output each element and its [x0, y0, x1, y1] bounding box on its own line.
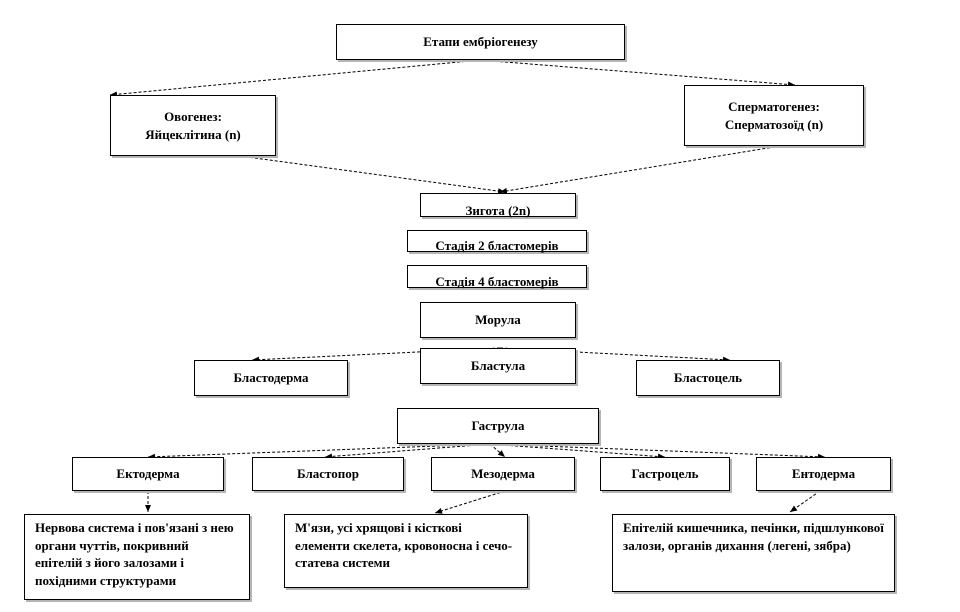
blastocoel-text: Бластоцель: [673, 370, 743, 386]
stage4-text: Стадія 4 бластомерів: [435, 274, 559, 290]
morula-text: Морула: [475, 312, 521, 328]
endoderm-text: Ентодерма: [791, 466, 856, 482]
arrow-title-to-spermatogenesis: [479, 59, 796, 88]
gastrocoel-box: Гастроцель: [600, 457, 730, 491]
oogenesis-name: Овогенез:: [164, 108, 222, 124]
ectoderm-derivatives-text: Нервова система і пов'язані з нею органи…: [35, 520, 234, 588]
ectoderm-box: Ектодерма: [72, 457, 224, 491]
arrow-blastula-to-blastocoel: [499, 347, 731, 363]
blastopore-box: Бластопор: [252, 457, 404, 491]
stage4-box: Стадія 4 бластомерів: [407, 265, 587, 290]
blastopore-text: Бластопор: [297, 466, 359, 482]
arrow-endoderm-to-derivatives: [789, 490, 821, 513]
blastoderm-text: Бластодерма: [233, 370, 309, 386]
gastrula-text: Гаструла: [471, 418, 525, 434]
mesoderm-derivatives-text: М'язи, усі хрящові і кісткові елементи с…: [295, 520, 513, 571]
blastula-text: Бластула: [470, 358, 526, 374]
mesoderm-derivatives-box: М'язи, усі хрящові і кісткові елементи с…: [284, 514, 528, 588]
spermatogenesis-name: Сперматогенез:: [728, 98, 820, 114]
title-text: Етапи ембріогенезу: [423, 34, 538, 50]
endoderm-derivatives-box: Епітелій кишечника, печінки, підшлунково…: [612, 514, 895, 592]
ectoderm-derivatives-box: Нервова система і пов'язані з нею органи…: [24, 514, 250, 600]
spermatogenesis-cell: Сперматозоїд (n): [724, 116, 824, 132]
blastocoel-box: Бластоцель: [636, 360, 780, 396]
endoderm-box: Ентодерма: [756, 457, 891, 491]
stage2-text: Стадія 2 бластомерів: [435, 238, 559, 254]
spermatogenesis-box: Сперматогенез: Сперматозоїд (n): [684, 85, 864, 146]
oogenesis-box: Овогенез: Яйцеклітина (n): [110, 95, 276, 156]
mesoderm-text: Мезодерма: [471, 466, 535, 482]
zygote-text: Зигота (2n): [465, 203, 531, 219]
endoderm-derivatives-text: Епітелій кишечника, печінки, підшлунково…: [623, 520, 884, 553]
arrow-gastrula-to-gastrocoel: [489, 443, 666, 460]
ectoderm-text: Ектодерма: [116, 466, 180, 482]
arrow-gastrula-to-blastopore: [324, 443, 491, 460]
gastrocoel-text: Гастроцель: [631, 466, 699, 482]
mesoderm-box: Мезодерма: [431, 457, 575, 491]
arrow-gastrula-to-endoderm: [489, 443, 826, 460]
oogenesis-cell: Яйцеклітина (n): [145, 126, 241, 142]
zygote-box: Зигота (2n): [420, 193, 576, 219]
arrow-oogenesis-to-zygote: [239, 155, 506, 195]
title-box: Етапи ембріогенезу: [336, 24, 625, 60]
arrow-spermatogenesis-to-zygote: [499, 145, 781, 194]
arrow-mesoderm-to-derivatives: [434, 490, 506, 514]
stage2-box: Стадія 2 бластомерів: [407, 230, 587, 254]
morula-box: Морула: [420, 302, 576, 338]
arrow-title-to-oogenesis: [109, 59, 481, 98]
blastoderm-box: Бластодерма: [194, 360, 348, 396]
arrow-gastrula-to-ectoderm: [147, 443, 491, 460]
blastula-box: Бластула: [420, 348, 576, 384]
gastrula-box: Гаструла: [397, 408, 599, 444]
arrow-gastrula-to-mesoderm: [489, 443, 506, 458]
